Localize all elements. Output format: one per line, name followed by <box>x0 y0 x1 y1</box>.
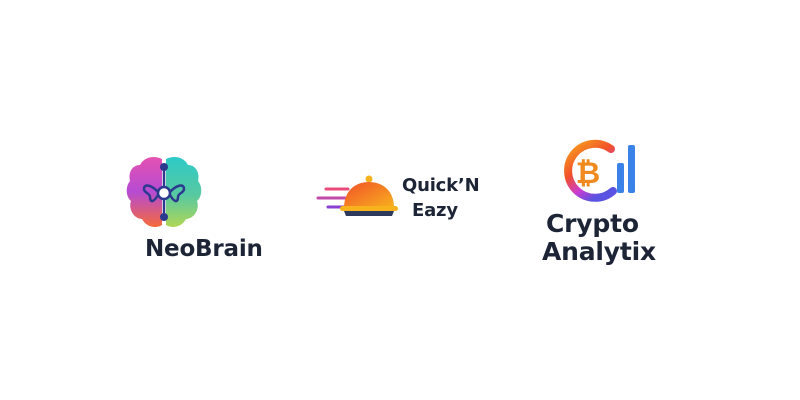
svg-text:₿: ₿ <box>576 156 600 191</box>
cryptoanalytix-wordmark-line2: Analytix <box>542 237 656 266</box>
brain-network-icon <box>126 157 202 227</box>
cryptoanalytix-wordmark-line1: Crypto <box>546 209 639 238</box>
neobrain-logo: NeoBrain <box>120 150 290 265</box>
cryptoanalytix-logo: ₿ Crypto Analytix <box>535 135 675 275</box>
bitcoin-chart-icon: ₿ <box>564 139 635 202</box>
quickneazy-wordmark-line2: Eazy <box>412 200 458 221</box>
neobrain-wordmark: NeoBrain <box>145 236 263 262</box>
food-cloche-speed-icon <box>316 175 398 216</box>
quickneazy-wordmark-line1: Quick’N <box>402 175 480 196</box>
quickneazy-logo: Quick’N Eazy <box>312 170 482 230</box>
